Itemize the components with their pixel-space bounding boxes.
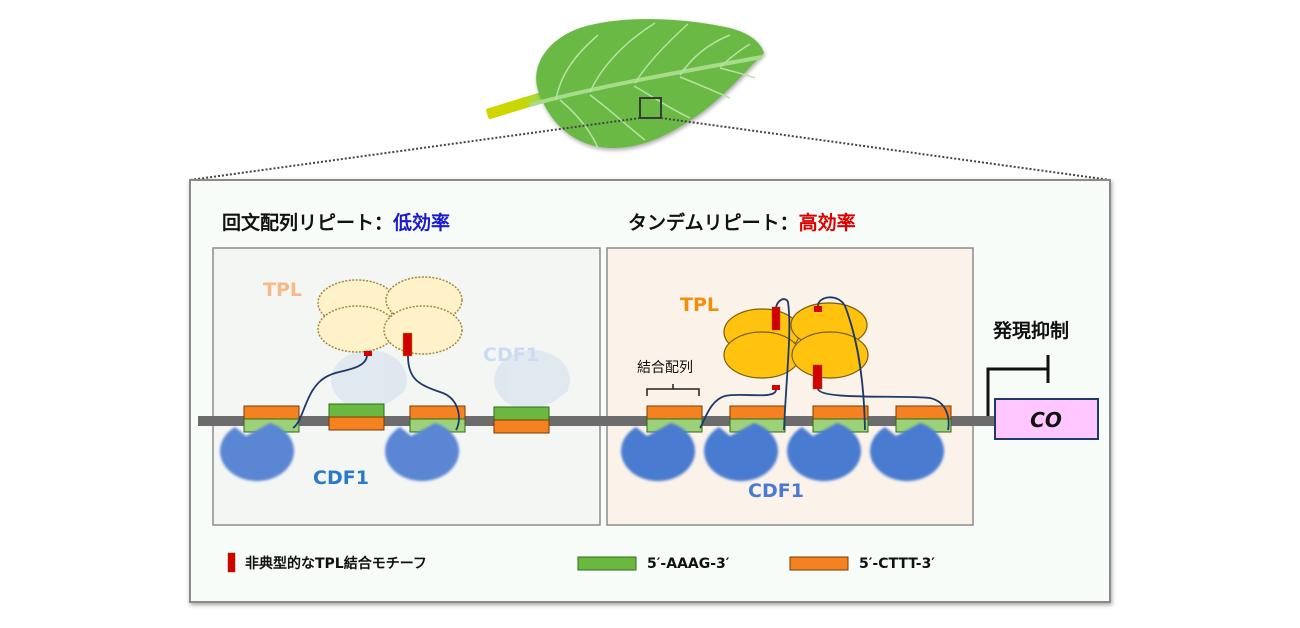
binding-sequence-label: 結合配列 — [637, 360, 693, 376]
zoom-region-box — [639, 97, 662, 119]
leaf-stem — [486, 91, 546, 120]
legend: 非典型的なTPL結合モチーフ 5′-AAAG-3′ 5′-CTTT-3′ — [227, 552, 935, 573]
tpl-motif-right-4 — [772, 385, 780, 390]
left-motif-1 — [243, 405, 300, 433]
tpl-faded-tetramer — [317, 276, 463, 355]
repression-label: 発現抑制 — [992, 319, 1069, 342]
tether-left-2 — [407, 355, 460, 431]
leaf-illustration — [486, 19, 764, 149]
tether-right-3 — [817, 296, 866, 431]
tpl-motif-right-2 — [814, 306, 822, 312]
dna-strand — [198, 416, 998, 426]
cdf1-unbound-label: CDF1 — [483, 344, 539, 366]
tpl-motif-left-1 — [364, 351, 372, 356]
co-gene-box — [994, 398, 1099, 440]
binding-sequence-bracket — [646, 384, 700, 396]
low-efficiency-label: 低効率 — [392, 211, 450, 234]
left-motif-2 — [328, 403, 385, 431]
cdf1-unbound-group — [331, 350, 571, 411]
cdf1-bound-right-2 — [704, 423, 779, 482]
tether-right-1 — [699, 389, 777, 429]
legend-cttt-label: 5′-CTTT-3′ — [859, 556, 935, 572]
tether-right-2 — [775, 298, 791, 431]
co-gene-label: CO — [1030, 408, 1062, 432]
cdf1-bound-left-1 — [220, 423, 295, 482]
cdf1-bound-right-3 — [787, 423, 862, 482]
left-title: 回文配列リピート：低効率 — [222, 211, 450, 234]
tpl-tetramer — [723, 302, 869, 379]
leaf-midrib — [529, 55, 763, 107]
legend-green-box-icon — [577, 556, 637, 571]
cdf1-bound-left-2 — [385, 423, 460, 482]
legend-aaag-label: 5′-AAAG-3′ — [647, 556, 730, 572]
high-efficiency-label: 高効率 — [799, 211, 856, 234]
zoom-line-right — [660, 117, 1111, 181]
right-title: タンデムリピート：高効率 — [628, 211, 856, 234]
tpl-faded-label: TPL — [263, 279, 302, 301]
tpl-motif-right-3 — [812, 364, 823, 390]
tether-right-4 — [817, 388, 950, 431]
cdf1-label-right: CDF1 — [748, 480, 804, 502]
zoom-line-left — [189, 117, 641, 181]
cdf1-bound-right-4 — [870, 423, 945, 482]
tether-left-1 — [292, 355, 368, 429]
tpl-label: TPL — [680, 294, 719, 316]
repression-arrow — [986, 367, 1048, 416]
legend-orange-box-icon — [789, 556, 849, 571]
cdf1-bound-label-left: CDF1 — [313, 467, 369, 489]
left-motif-4 — [493, 406, 550, 434]
tpl-motif-right-1 — [771, 306, 781, 331]
legend-red-motif-label: 非典型的なTPL結合モチーフ — [245, 555, 427, 572]
cdf1-unbound-2 — [494, 350, 571, 411]
tpl-motif-left-2 — [402, 332, 413, 357]
leaf-blade — [536, 19, 764, 148]
legend-red-motif-icon — [227, 552, 236, 573]
cdf1-unbound-1 — [331, 350, 408, 411]
cdf1-bound-right-1 — [621, 423, 696, 482]
